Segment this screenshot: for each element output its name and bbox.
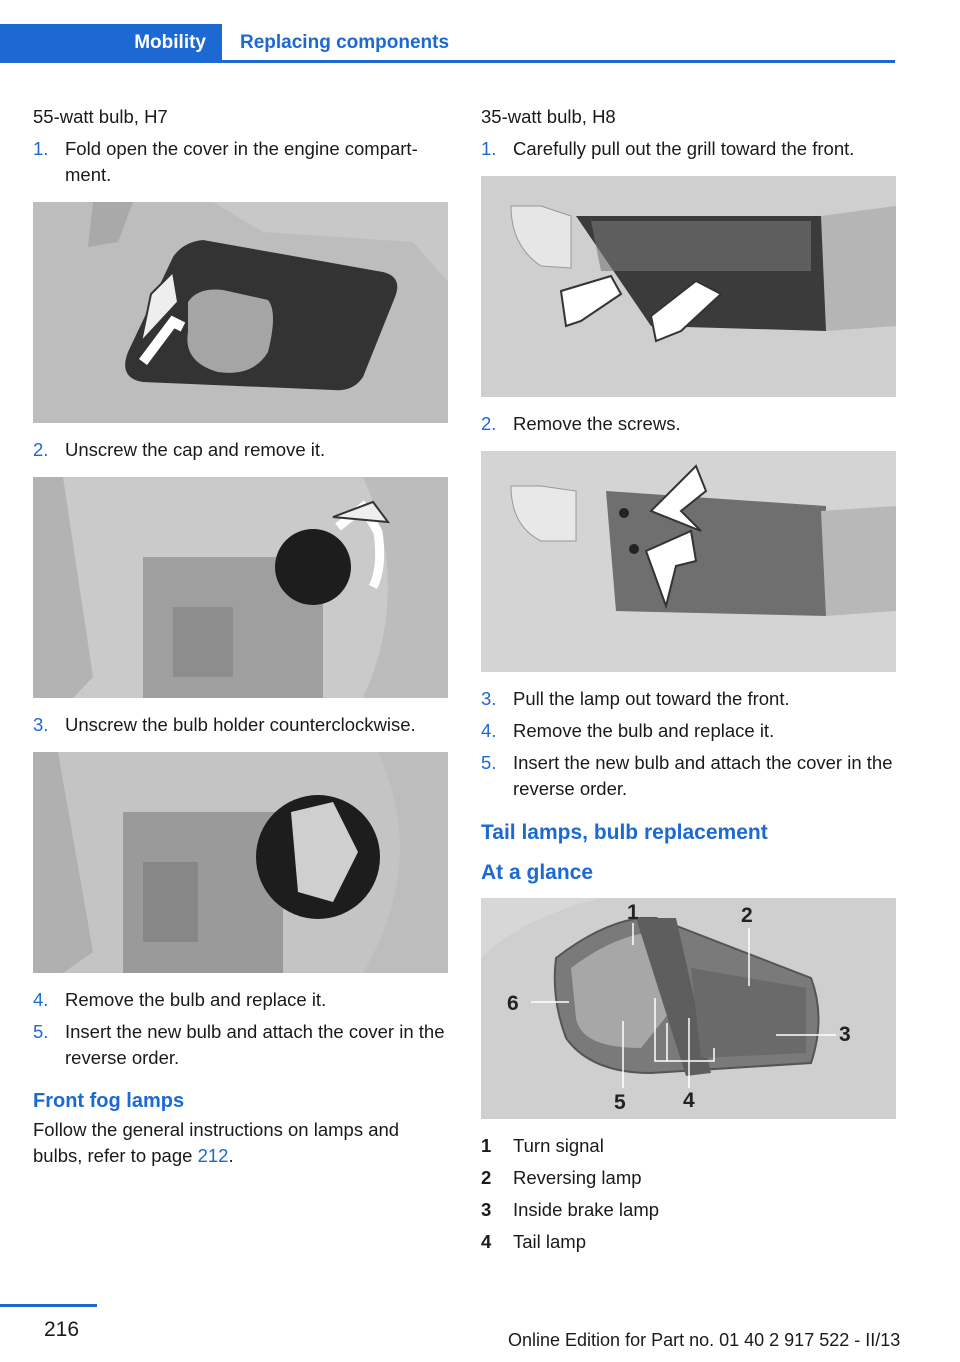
footer-rule — [0, 1304, 97, 1307]
fog-text-end: . — [228, 1145, 234, 1166]
step-text: Carefully pull out the grill toward the … — [513, 138, 855, 159]
left-intro: 55-watt bulb, H7 — [33, 106, 168, 127]
section-heading: Tail lamps, bulb replacement — [481, 821, 768, 844]
subsection-tab: Replacing components — [222, 24, 449, 62]
step: 5. Insert the new bulb and attach the co… — [481, 750, 896, 802]
legend-row: 3 Inside brake lamp — [481, 1197, 896, 1223]
step: 4. Remove the bulb and replace it. — [481, 718, 896, 744]
callout-2: 2 — [741, 904, 753, 927]
step: 5. Insert the new bulb and attach the co… — [33, 1019, 448, 1071]
legend-row: 4 Tail lamp — [481, 1229, 896, 1255]
section-tab: Mobility — [0, 24, 222, 62]
fog-text-body: Follow the general instructions on lamps… — [33, 1119, 400, 1166]
page-link[interactable]: 212 — [197, 1145, 229, 1166]
callout-3: 3 — [839, 1023, 851, 1046]
legend-number: 2 — [481, 1167, 492, 1188]
right-intro: 35-watt bulb, H8 — [481, 106, 616, 127]
legend-label: Tail lamp — [513, 1231, 586, 1252]
step-number: 1. — [481, 138, 497, 159]
step: 2. Unscrew the cap and remove it. — [33, 437, 448, 463]
legend-number: 3 — [481, 1199, 492, 1220]
subsection-label: Replacing components — [240, 32, 450, 53]
step-text: Pull the lamp out toward the front. — [513, 688, 790, 709]
step-number: 5. — [33, 1021, 49, 1042]
step: 3. Pull the lamp out toward the front. — [481, 686, 896, 712]
screws-figure — [481, 451, 896, 672]
section-label: Mobility — [134, 32, 206, 53]
legend: 1 Turn signal 2 Reversing lamp 3 Inside bra… — [481, 1133, 896, 1255]
edition-text: Online Edition for Part no. 01 40 2 917 … — [508, 1330, 901, 1350]
subsection-heading: At a glance — [481, 861, 594, 884]
callout-1: 1 — [627, 901, 639, 924]
step: 4. Remove the bulb and replace it. — [33, 987, 448, 1013]
step-text: Insert the new bulb and attach the cover… — [65, 1021, 445, 1068]
step-number: 4. — [481, 720, 497, 741]
step: 1. Fold open the cover in the engine com… — [33, 136, 448, 188]
step-number: 3. — [33, 714, 49, 735]
step-text: Remove the bulb and replace it. — [513, 720, 775, 741]
callout-5: 5 — [614, 1091, 626, 1114]
step: 2. Remove the screws. — [481, 411, 896, 437]
legend-number: 4 — [481, 1231, 492, 1252]
step-number: 3. — [481, 688, 497, 709]
step-text: Insert the new bulb and attach the cover… — [513, 752, 893, 799]
grill-figure — [481, 176, 896, 397]
fog-text: Follow the general instructions on lamps… — [33, 1117, 448, 1169]
callout-4: 4 — [683, 1089, 695, 1112]
section-heading: Front fog lamps — [33, 1090, 185, 1112]
header-rule — [0, 60, 895, 63]
legend-row: 2 Reversing lamp — [481, 1165, 896, 1191]
page-number: 216 — [44, 1318, 80, 1341]
engine-cover-figure — [33, 202, 448, 423]
legend-label: Reversing lamp — [513, 1167, 642, 1188]
cap-figure — [33, 477, 448, 698]
tail-lamp-figure: 1 2 3 4 5 6 — [481, 898, 896, 1119]
step-number: 5. — [481, 752, 497, 773]
legend-label: Inside brake lamp — [513, 1199, 660, 1220]
left-column: 55-watt bulb, H7 1. Fold open the cover … — [33, 104, 448, 1175]
legend-label: Turn signal — [513, 1135, 604, 1156]
step-text: Unscrew the bulb holder counterclockwise… — [65, 714, 416, 735]
legend-row: 1 Turn signal — [481, 1133, 896, 1159]
step-number: 4. — [33, 989, 49, 1010]
step-number: 2. — [33, 439, 49, 460]
step-text: Remove the screws. — [513, 413, 681, 434]
step: 3. Unscrew the bulb holder counterclockw… — [33, 712, 448, 738]
legend-number: 1 — [481, 1135, 492, 1156]
step: 1. Carefully pull out the grill toward t… — [481, 136, 896, 162]
bulb-holder-figure — [33, 752, 448, 973]
step-number: 2. — [481, 413, 497, 434]
callout-6: 6 — [507, 992, 519, 1015]
step-text: Remove the bulb and replace it. — [65, 989, 327, 1010]
step-text: Fold open the cover in the engine compar… — [65, 138, 418, 185]
step-text: Unscrew the cap and remove it. — [65, 439, 326, 460]
right-column: 35-watt bulb, H8 1. Carefully pull out t… — [481, 104, 896, 1261]
step-number: 1. — [33, 138, 49, 159]
